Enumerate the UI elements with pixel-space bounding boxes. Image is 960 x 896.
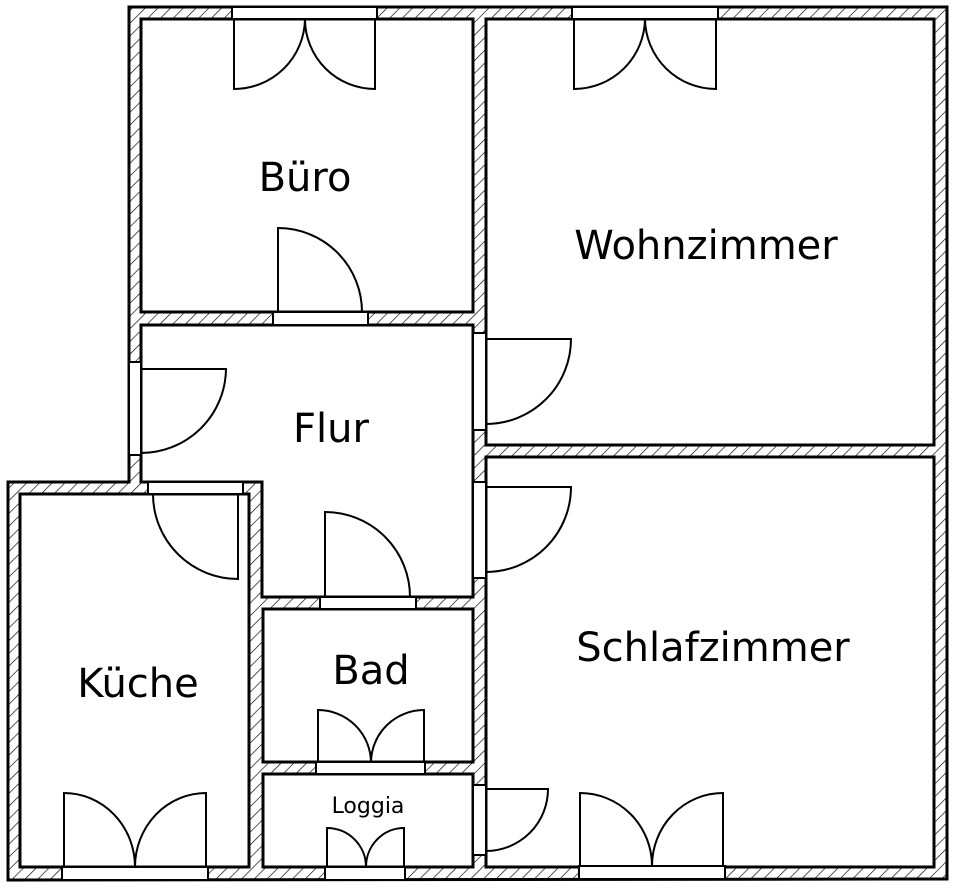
opening-flur-schlafzimmer — [472, 481, 487, 579]
door-buero — [277, 226, 363, 313]
room-kueche — [18, 492, 251, 869]
opening-flur-wohnzimmer — [472, 332, 487, 431]
label-wohnzimmer: Wohnzimmer — [574, 223, 838, 269]
door-schlafzimmer-window — [579, 791, 724, 867]
window-buero — [231, 6, 378, 20]
opening-loggia-schlafzimmer — [472, 784, 487, 856]
opening-flur-entrance — [128, 361, 142, 456]
door-schlafzimmer — [485, 486, 573, 573]
door-buero-window — [233, 18, 376, 91]
window-loggia — [324, 866, 406, 881]
door-wohnzimmer — [485, 338, 573, 425]
door-loggia-window — [326, 826, 405, 868]
door-bad-loggia — [317, 708, 425, 763]
door-kueche — [152, 493, 239, 581]
label-kueche: Küche — [77, 661, 199, 707]
door-loggia-schlafzimmer — [485, 788, 550, 852]
doors — [63, 18, 724, 868]
label-buero: Büro — [259, 155, 352, 201]
opening-kueche-flur — [147, 481, 244, 495]
opening-buero-flur — [272, 311, 369, 326]
door-entrance — [140, 368, 228, 454]
opening-flur-bad — [319, 596, 417, 610]
room-buero — [139, 17, 475, 314]
room-wohnzimmer — [484, 17, 936, 447]
label-schlafzimmer: Schlafzimmer — [576, 625, 850, 671]
room-schlafzimmer — [484, 455, 936, 869]
wall-openings — [61, 6, 726, 881]
window-wohnzimmer — [571, 6, 719, 20]
window-kueche — [61, 866, 209, 881]
label-flur: Flur — [293, 406, 369, 452]
window-schlafzimmer — [578, 865, 726, 880]
door-wohnzimmer-window — [573, 18, 717, 91]
door-bad — [324, 510, 411, 598]
label-loggia: Loggia — [332, 794, 405, 819]
door-kueche-window — [63, 791, 207, 868]
label-bad: Bad — [332, 648, 409, 694]
room-flur — [139, 323, 475, 599]
opening-bad-loggia — [315, 761, 426, 775]
